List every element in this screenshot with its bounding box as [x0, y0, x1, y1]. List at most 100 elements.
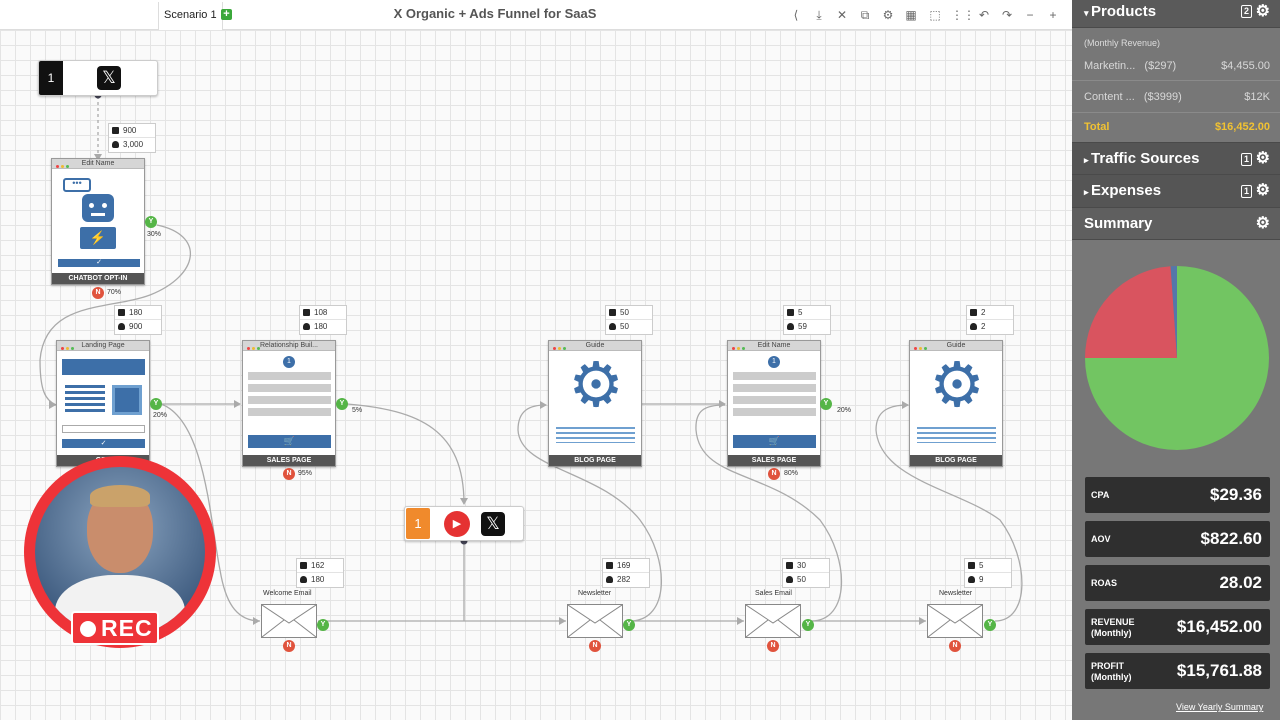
yes-badge[interactable]: Y	[336, 398, 348, 410]
summary-header[interactable]: Summary ⚙	[1072, 208, 1280, 240]
metric-sublabel: (Monthly)	[1091, 628, 1132, 638]
node-footer: SALES PAGE	[243, 455, 335, 466]
edit-sales-page-node[interactable]: Edit Name 1 🛒 SALES PAGE	[727, 340, 821, 467]
yes-badge[interactable]: Y	[145, 216, 157, 228]
share-icon[interactable]: ⟨	[793, 8, 799, 22]
calculator-icon[interactable]: ▦	[905, 8, 917, 22]
newsletter1-stat-people: 282	[617, 575, 631, 584]
summary-sidebar: ▾ Products 2 ⚙ (Monthly Revenue) Marketi…	[1072, 0, 1280, 720]
zoom-in-icon[interactable]: +	[1049, 8, 1057, 22]
guide1-stats: 50 50	[605, 305, 653, 335]
node-header-label: Guide	[585, 342, 605, 349]
sales-email-label: Sales Email	[755, 590, 792, 597]
yes-badge[interactable]: Y	[802, 619, 814, 631]
no-badge[interactable]: N	[767, 640, 779, 652]
guide-blog-page-node-2[interactable]: Guide ⚙ BLOG PAGE	[909, 340, 1003, 467]
traffic-title: Traffic Sources	[1091, 150, 1200, 167]
metric-value: $822.60	[1200, 529, 1262, 548]
newsletter-email-node-2[interactable]	[927, 604, 983, 638]
node-footer: BLOG PAGE	[910, 455, 1002, 466]
node-header: Edit Name	[52, 159, 144, 169]
relationship-sales-page-node[interactable]: Relationship Buil... 1 🛒 SALES PAGE	[242, 340, 336, 467]
settings-icon[interactable]: ⚙	[882, 8, 894, 22]
download-icon[interactable]: ⤓	[816, 8, 822, 22]
no-badge[interactable]: N	[283, 468, 295, 480]
expenses-header[interactable]: ▸ Expenses 1 ⚙	[1072, 175, 1280, 208]
summary-title: Summary	[1084, 215, 1153, 232]
welcome-email-node[interactable]	[261, 604, 317, 638]
product-price: ($3999)	[1143, 91, 1182, 103]
undo-icon[interactable]: ↶	[978, 8, 990, 22]
yes-badge[interactable]: Y	[150, 398, 162, 410]
node-header-label: Guide	[946, 342, 966, 349]
newsletter2-stat-actions: 5	[979, 561, 984, 570]
page-banner-graphic	[62, 359, 145, 375]
no-percent: 80%	[784, 470, 799, 477]
page-image-graphic	[112, 385, 142, 415]
rec-badge: REC	[71, 611, 159, 645]
yes-badge[interactable]: Y	[623, 619, 635, 631]
step-circle-icon: 1	[283, 356, 295, 368]
text-lines-graphic	[556, 427, 635, 443]
copy-icon[interactable]: ⧉	[860, 8, 870, 22]
no-badge[interactable]: N	[768, 468, 780, 480]
rec-label: REC	[101, 615, 153, 641]
newsletter2-stat-people: 9	[979, 575, 984, 584]
no-badge[interactable]: N	[283, 640, 295, 652]
landing-stat-people: 900	[129, 322, 143, 331]
rel-sales-stat-actions: 108	[314, 308, 328, 317]
webcam-overlay: REC	[24, 456, 216, 648]
envelope-icon	[567, 604, 623, 638]
no-badge[interactable]: N	[589, 640, 601, 652]
gear-icon[interactable]: ⚙	[1255, 182, 1270, 199]
robot-icon	[82, 194, 114, 222]
guide1-stat-actions: 50	[620, 308, 629, 317]
welcome-email-stats: 162 180	[296, 558, 344, 588]
zoom-out-icon[interactable]: −	[1026, 8, 1034, 22]
x-source-node[interactable]: 1 𝕏	[38, 60, 158, 96]
traffic-source-group[interactable]: 1 ▶ 𝕏	[404, 506, 524, 541]
product-row[interactable]: Content ... ($3999)$12K	[1072, 81, 1280, 113]
close-icon[interactable]: ✕	[836, 8, 848, 22]
gear-icon[interactable]: ⚙	[1255, 215, 1270, 232]
pie-slice	[1170, 266, 1177, 358]
products-header[interactable]: ▾ Products 2 ⚙	[1072, 0, 1280, 28]
traffic-sources-header[interactable]: ▸ Traffic Sources 1 ⚙	[1072, 142, 1280, 175]
caret-right-icon: ▸	[1084, 155, 1092, 165]
chatbot-optin-node[interactable]: Edit Name ••• ⚡ ✓ CHATBOT OPT-IN	[51, 158, 145, 285]
newsletter-email-node[interactable]	[567, 604, 623, 638]
expenses-title: Expenses	[1091, 182, 1162, 199]
product-value: $4,455.00	[1221, 60, 1270, 72]
aov-metric: AOV $822.60	[1085, 521, 1270, 557]
yes-badge[interactable]: Y	[984, 619, 996, 631]
no-percent: 70%	[107, 289, 122, 296]
gear-icon[interactable]: ⚙	[1255, 3, 1270, 20]
guide2-stat-people: 2	[981, 322, 986, 331]
newsletter2-label: Newsletter	[939, 590, 973, 597]
products-total-row: Total$16,452.00	[1072, 113, 1280, 142]
product-row[interactable]: Marketin... ($297)$4,455.00	[1072, 52, 1280, 81]
guide-blog-page-node[interactable]: Guide ⚙ BLOG PAGE	[548, 340, 642, 467]
view-yearly-summary-link[interactable]: View Yearly Summary	[1176, 702, 1264, 712]
node-footer: BLOG PAGE	[549, 455, 641, 466]
no-percent: 95%	[298, 470, 313, 477]
sales-email-node[interactable]	[745, 604, 801, 638]
welcome-stat-actions: 162	[311, 561, 325, 570]
select-icon[interactable]: ⬚	[929, 8, 941, 22]
yes-badge[interactable]: Y	[820, 398, 832, 410]
caret-down-icon: ▾	[1084, 8, 1092, 18]
grid-icon[interactable]: ⋮⋮	[951, 8, 975, 22]
yes-badge[interactable]: Y	[317, 619, 329, 631]
product-name: Marketin...	[1084, 60, 1136, 72]
landing-page-node[interactable]: Landing Page ✓ OPT	[56, 340, 150, 467]
edit-sales-stat-people: 59	[798, 322, 807, 331]
tab-scenario-1[interactable]: Scenario 1	[158, 2, 223, 30]
no-badge[interactable]: N	[949, 640, 961, 652]
gear-icon[interactable]: ⚙	[1255, 150, 1270, 167]
no-badge[interactable]: N	[92, 287, 104, 299]
add-tab-button[interactable]: +	[221, 9, 232, 20]
welcome-email-label: Welcome Email	[263, 590, 312, 597]
redo-icon[interactable]: ↷	[1001, 8, 1013, 22]
funnel-canvas[interactable]: 1 𝕏 900 3,000 Edit Name ••• ⚡ ✓ CHATBOT …	[0, 0, 1072, 720]
chatbot-stats: 900 3,000	[108, 123, 156, 153]
